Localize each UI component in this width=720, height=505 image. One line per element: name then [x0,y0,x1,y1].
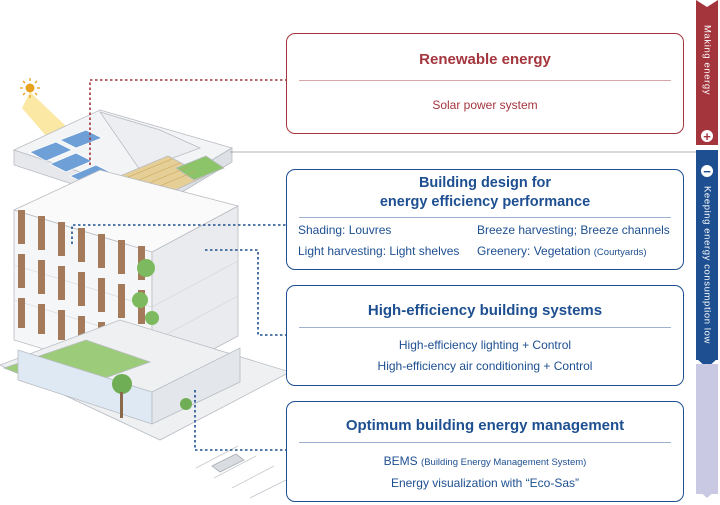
greenery-label: Greenery: Vegetation [477,244,591,258]
greenery-note: (Courtyards) [593,247,647,258]
keeping-energy-band [696,150,718,360]
energy-management-box: Optimum building energy management BEMS … [286,401,684,502]
bems-label: BEMS [383,454,418,468]
breeze-text: Breeze harvesting; Breeze channels [477,223,670,237]
plus-symbol: + [703,128,711,144]
energy-management-divider [299,442,671,443]
renewable-energy-title: Renewable energy [419,51,551,68]
lavender-band [696,364,718,494]
air-conditioning-control-text: High-efficiency air conditioning + Contr… [377,359,593,373]
minus-icon: − [699,163,715,179]
building-design-box: Building design for energy efficiency pe… [286,169,684,270]
renewable-energy-box: Renewable energy Solar power system [286,33,684,134]
building-systems-divider [299,327,671,328]
bems-text: BEMS (Building Energy Management System) [287,454,683,468]
eco-sas-text: Energy visualization with “Eco-Sas” [390,476,580,490]
building-design-title-line1: Building design for [418,175,552,191]
plus-icon: + [699,128,715,144]
band-arrow-tip [696,358,718,368]
building-illustration [0,78,290,499]
light-harvesting-text: Light harvesting: Light shelves [298,244,460,258]
lavender-arrow-tip [696,488,718,498]
building-systems-title: High-efficiency building systems [367,302,603,319]
car-icon [211,453,245,473]
keeping-energy-label-wrap: Keeping energy consumption low [696,185,718,345]
solar-power-system-text: Solar power system [432,98,538,112]
greenery-text: Greenery: Vegetation (Courtyards) [477,244,647,258]
minus-symbol: − [703,163,711,179]
building-systems-box: High-efficiency building systems High-ef… [286,285,684,386]
building-design-divider [299,217,671,218]
renewable-divider [299,80,671,81]
courtyard-trees [132,259,159,325]
keeping-energy-label: Keeping energy consumption low [701,186,713,344]
making-energy-label-wrap: Making energy [696,10,718,110]
bems-note: (Building Energy Management System) [421,457,587,468]
energy-management-title: Optimum building energy management [345,417,625,434]
making-energy-band [696,0,718,145]
making-energy-label: Making energy [701,24,713,96]
ground-floor [0,319,290,499]
shading-text: Shading: Louvres [298,223,392,237]
ground-trees [112,374,192,410]
building-design-title-line2: energy efficiency performance [379,194,591,210]
band-top-notch [696,0,718,7]
lighting-control-text: High-efficiency lighting + Control [398,338,572,352]
